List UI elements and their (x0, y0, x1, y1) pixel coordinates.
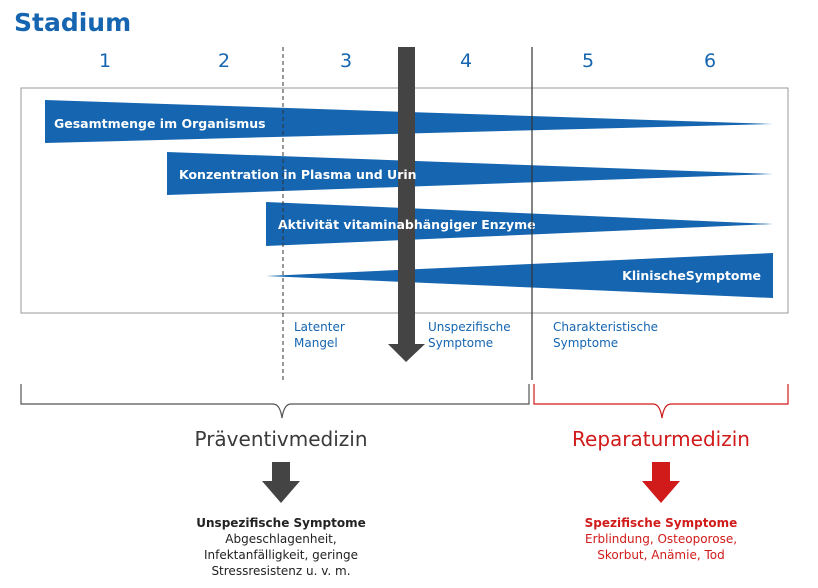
stage-1: 1 (99, 50, 111, 72)
phase-unspecific-line1: Unspezifische (428, 320, 511, 334)
bar-label-enzyme-activity: Aktivität vitaminabhängiger Enzyme (278, 217, 536, 232)
stage-5: 5 (582, 50, 594, 72)
phase-latent-line1: Latenter (294, 320, 345, 334)
bar-clinical-symptoms (266, 253, 773, 298)
stage-4: 4 (460, 50, 472, 72)
repair-symptom-line1: Erblindung, Osteoporose, (585, 532, 737, 546)
stage-numbers: 1 2 3 4 5 6 (99, 50, 716, 72)
repair-symptoms-heading: Spezifische Symptome (585, 516, 738, 530)
phase-latent-line2: Mangel (294, 336, 338, 350)
phase-characteristic-line1: Charakteristische (553, 320, 658, 334)
prevention-symptom-line3: Stressresistenz u. v. m. (211, 564, 350, 578)
stage-2: 2 (218, 50, 230, 72)
repair-symptom-line2: Skorbut, Anämie, Tod (597, 548, 724, 562)
bar-label-plasma-urine: Konzentration in Plasma und Urin (179, 167, 417, 182)
prevention-down-arrow (262, 462, 300, 503)
phase-characteristic-line2: Symptome (553, 336, 618, 350)
prevention-symptom-line2: Infektanfälligkeit, geringe (204, 548, 358, 562)
prevention-symptoms-heading: Unspezifische Symptome (196, 516, 365, 530)
progression-arrow (388, 47, 425, 362)
prevention-symptom-line1: Abgeschlagenheit, (225, 532, 336, 546)
bar-label-total-amount: Gesamtmenge im Organismus (54, 116, 266, 131)
repair-down-arrow (642, 462, 680, 503)
bar-enzyme-activity (266, 202, 773, 246)
diagram-title: Stadium (14, 8, 131, 37)
bar-label-clinical-symptoms: KlinischeSymptome (622, 268, 761, 283)
repair-brace (533, 384, 789, 419)
phase-unspecific-line2: Symptome (428, 336, 493, 350)
bar-plasma-urine (167, 152, 773, 195)
prevention-brace (20, 384, 530, 419)
prevention-title: Präventivmedizin (194, 427, 367, 451)
stage-3: 3 (340, 50, 352, 72)
stage-6: 6 (704, 50, 716, 72)
repair-title: Reparaturmedizin (572, 427, 750, 451)
